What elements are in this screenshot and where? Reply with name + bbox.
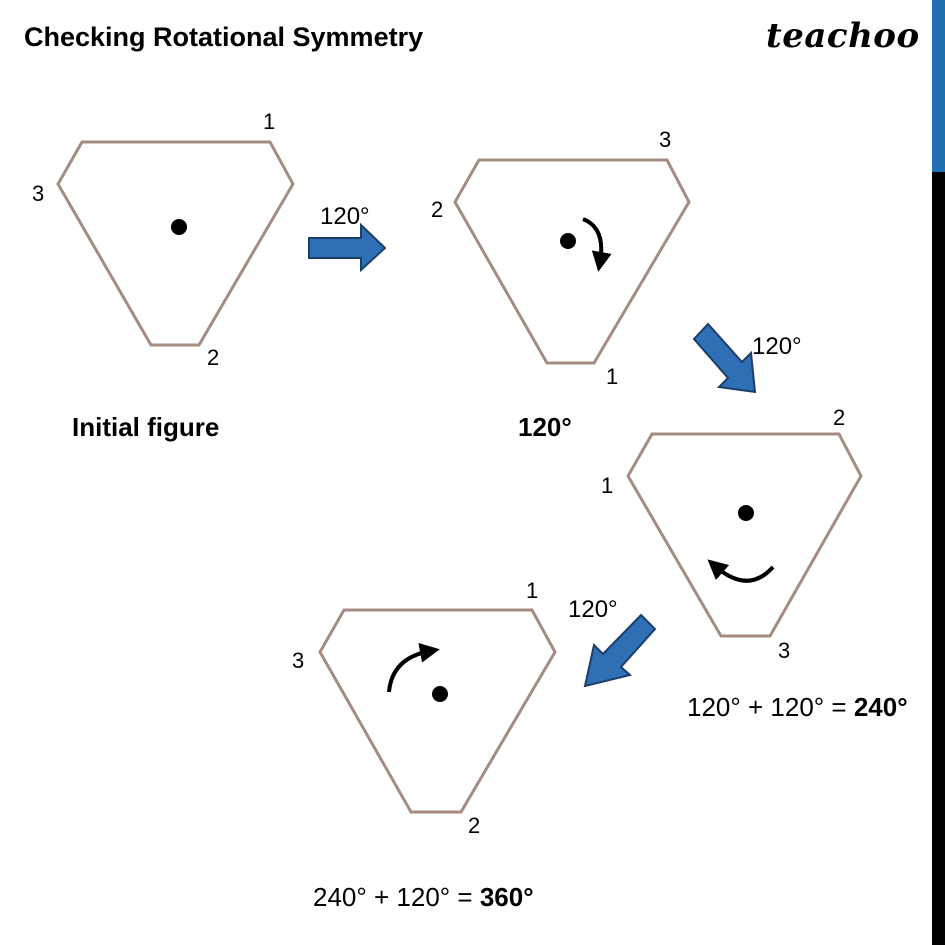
step-arrow-label-3: 120° — [568, 596, 618, 623]
vertex-label-2: 2 — [833, 405, 846, 430]
hexagon-shape-240 — [626, 432, 863, 638]
clockwise-arrow-icon — [582, 217, 612, 272]
center-dot-360 — [432, 686, 448, 702]
step-arrow-icon-3 — [583, 613, 657, 688]
center-dot-120 — [560, 233, 576, 249]
caption-initial: Initial figure — [72, 412, 220, 442]
hexagon-shape-initial — [56, 140, 295, 347]
vertex-label-3: 3 — [778, 638, 791, 663]
caption-360-result: 360° — [479, 882, 534, 912]
step-arrow-label-1: 120° — [320, 203, 370, 230]
vertex-label-3: 3 — [659, 127, 672, 152]
vertex-label-2: 2 — [468, 813, 481, 838]
page-title: Checking Rotational Symmetry — [24, 22, 424, 52]
step-arrow-label-2: 120° — [752, 333, 802, 360]
sidebar-accent — [932, 0, 945, 172]
caption-360-prefix: 240° + 120° = — [313, 882, 480, 912]
vertex-label-1: 1 — [606, 364, 619, 389]
caption-360: 240° + 120° = 360° — [313, 884, 534, 910]
hexagon-shape-120 — [453, 158, 691, 365]
center-dot-240 — [738, 505, 754, 521]
brand-logo: teachoo — [766, 16, 920, 56]
vertex-label-3: 3 — [292, 648, 305, 673]
vertex-label-1: 1 — [601, 473, 614, 498]
center-dot-initial — [171, 219, 187, 235]
clockwise-arrow-icon — [707, 559, 775, 583]
step-arrow-icon-1 — [308, 222, 387, 273]
right-sidebar — [932, 0, 945, 945]
vertex-label-1: 1 — [263, 109, 276, 134]
step-arrow-icon-2 — [692, 322, 757, 394]
clockwise-arrow-icon — [387, 642, 440, 693]
vertex-label-2: 2 — [207, 345, 220, 370]
caption-240-prefix: 120° + 120° = — [687, 692, 854, 722]
vertex-label-2: 2 — [431, 197, 444, 222]
caption-120: 120° — [518, 412, 572, 442]
caption-240-result: 240° — [853, 692, 908, 722]
caption-240: 120° + 120° = 240° — [687, 694, 908, 720]
vertex-label-3: 3 — [32, 181, 45, 206]
hexagon-shape-360 — [318, 608, 557, 814]
vertex-label-1: 1 — [526, 578, 539, 603]
